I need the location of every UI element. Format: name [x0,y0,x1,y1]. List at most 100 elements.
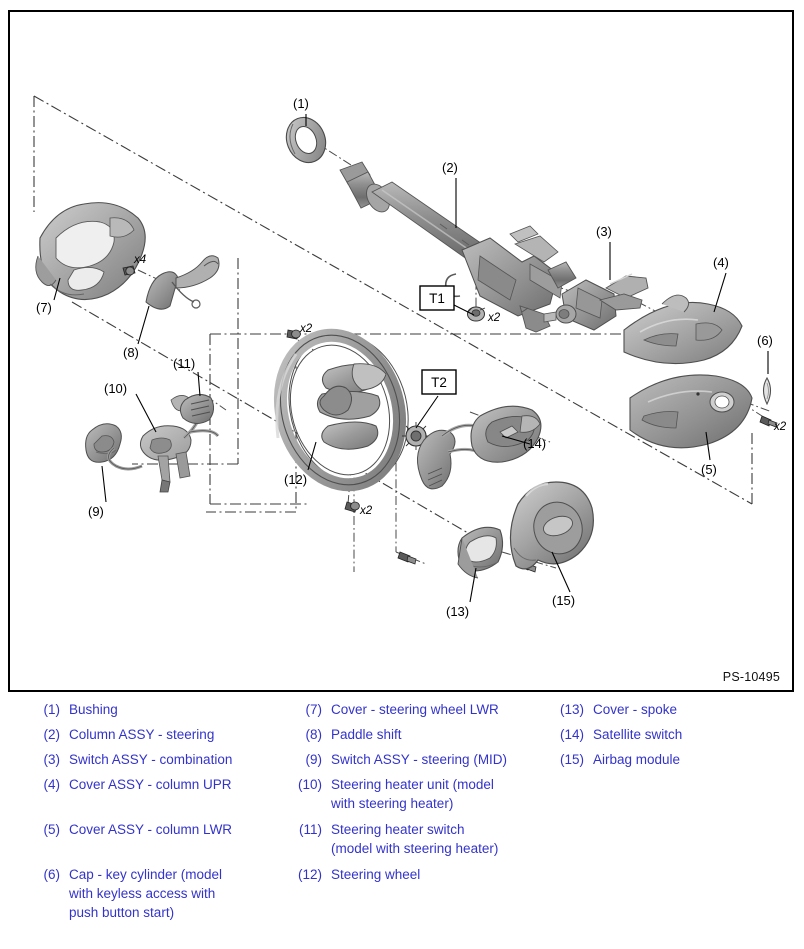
legend-item-14: (14) Satellite switch [540,725,796,744]
legend-num-13: (13) [559,702,584,717]
legend-item-12: (12) Steering wheel [278,865,540,884]
legend-label-10-line2: with steering heater) [331,796,454,811]
fastener-bolt-lower-centre [397,551,417,565]
legend-num-5: (5) [43,822,61,837]
callout-labels: (1) (2) (3) (4) (5) (6) (7) (8) (9) (10)… [36,96,773,619]
part-cover-steering-wheel-lower [35,202,146,301]
legend-num-8: (8) [305,727,323,742]
part-satellite-switch [417,405,542,490]
legend-item-1: (1) Bushing [16,700,278,719]
legend-label-10-line1: Steering heater unit (model [331,777,494,792]
fastener-bolt-wheel-upper [286,329,301,340]
legend-item-11: (11) Steering heater switch (model with … [278,820,540,858]
svg-text:T2: T2 [431,375,447,390]
part-cover-spoke [457,526,504,579]
svg-text:x4: x4 [133,254,146,266]
part-column-cover-lower [629,374,753,449]
legend-label-8: Paddle shift [331,727,402,742]
legend-label-14: Satellite switch [593,727,683,742]
svg-text:(4): (4) [713,255,729,270]
legend-num-11: (11) [298,822,322,837]
part-steering-heater-switch [179,394,215,424]
legend-item-15: (15) Airbag module [540,750,796,769]
legend-num-6: (6) [43,867,61,882]
svg-text:(13): (13) [446,604,469,619]
legend-label-11-line1: Steering heater switch [331,822,465,837]
legend-label-6-line2: with keyless access with [69,886,216,901]
legend-num-2: (2) [43,727,61,742]
legend-item-9: (9) Switch ASSY - steering (MID) [278,750,540,769]
legend-column-1: (1) Bushing (2) Column ASSY - steering (… [16,700,278,928]
legend-label-3: Switch ASSY - combination [69,752,233,767]
svg-text:x2: x2 [299,323,313,335]
fastener-bolt-wheel-lower [344,501,360,513]
legend-num-9: (9) [305,752,323,767]
svg-text:(8): (8) [123,345,139,360]
torque-mark-t2: T2 [421,369,457,395]
part-bushing [285,116,327,164]
legend-label-11-line2: (model with steering heater) [331,841,499,856]
torque-mark-t1: T1 [419,285,455,311]
legend-num-15: (15) [559,752,584,767]
legend-item-13: (13) Cover - spoke [540,700,796,719]
legend-item-3: (3) Switch ASSY - combination [16,750,278,769]
legend-label-10: Steering heater unit (model with steerin… [331,775,540,813]
svg-text:(3): (3) [596,224,612,239]
part-steering-wheel [273,328,409,492]
diagram-frame: T1 T2 (1) (2) (3) (4) (5) (6) (7) (8) (9… [8,10,794,692]
svg-text:(11): (11) [173,356,195,371]
svg-text:T1: T1 [429,291,445,306]
drawing-id-label: PS-10495 [722,670,780,684]
part-paddle-shift [145,255,220,310]
legend-label-6: Cap - key cylinder (model with keyless a… [69,865,278,922]
callout-leader-lines [53,114,769,603]
legend-label-9: Switch ASSY - steering (MID) [331,752,508,767]
legend-label-7: Cover - steering wheel LWR [331,702,499,717]
part-combination-switch [543,273,649,331]
legend-num-10: (10) [297,777,322,792]
legend-label-6-line3: push button start) [69,905,175,920]
part-switch-steering-mid [85,423,122,463]
fastener-bolt-cover-lower [759,415,778,428]
legend-column-2: (7) Cover - steering wheel LWR (8) Paddl… [278,700,540,890]
svg-text:(5): (5) [701,462,717,477]
legend-label-11: Steering heater switch (model with steer… [331,820,540,858]
legend-num-4: (4) [43,777,61,792]
svg-text:(2): (2) [442,160,458,175]
legend-label-12: Steering wheel [331,867,421,882]
svg-text:(7): (7) [36,300,52,315]
svg-text:(14): (14) [523,436,546,451]
legend-num-12: (12) [297,867,322,882]
legend-label-15: Airbag module [593,752,681,767]
part-steering-column-assy [339,161,577,333]
legend-column-3: (13) Cover - spoke (14) Satellite switch… [540,700,796,775]
legend-item-10: (10) Steering heater unit (model with st… [278,775,540,813]
legend-item-8: (8) Paddle shift [278,725,540,744]
svg-text:(1): (1) [293,96,309,111]
part-airbag-module [509,481,594,570]
legend-num-7: (7) [305,702,323,717]
legend-label-2: Column ASSY - steering [69,727,215,742]
legend-item-5: (5) Cover ASSY - column LWR [16,820,278,839]
exploded-parts-illustration: T1 T2 (1) (2) (3) (4) (5) (6) (7) (8) (9… [33,95,787,619]
parts-legend: (1) Bushing (2) Column ASSY - steering (… [8,700,796,940]
legend-label-13: Cover - spoke [593,702,678,717]
legend-label-1: Bushing [69,702,118,717]
fastener-bolt-paddle [122,265,136,276]
svg-text:x2: x2 [487,312,501,324]
svg-text:x2: x2 [773,421,787,433]
legend-num-14: (14) [559,727,584,742]
svg-text:x2: x2 [359,505,373,517]
legend-label-5: Cover ASSY - column LWR [69,822,233,837]
quantity-labels: x2 x2 x4 x2 x2 [133,254,787,517]
svg-text:(12): (12) [284,472,307,487]
svg-text:(6): (6) [757,333,773,348]
legend-num-1: (1) [43,702,61,717]
legend-item-7: (7) Cover - steering wheel LWR [278,700,540,719]
svg-text:(10): (10) [104,381,127,396]
legend-item-6: (6) Cap - key cylinder (model with keyle… [16,865,278,922]
legend-num-3: (3) [43,752,61,767]
legend-item-4: (4) Cover ASSY - column UPR [16,775,278,794]
legend-label-4: Cover ASSY - column UPR [69,777,232,792]
